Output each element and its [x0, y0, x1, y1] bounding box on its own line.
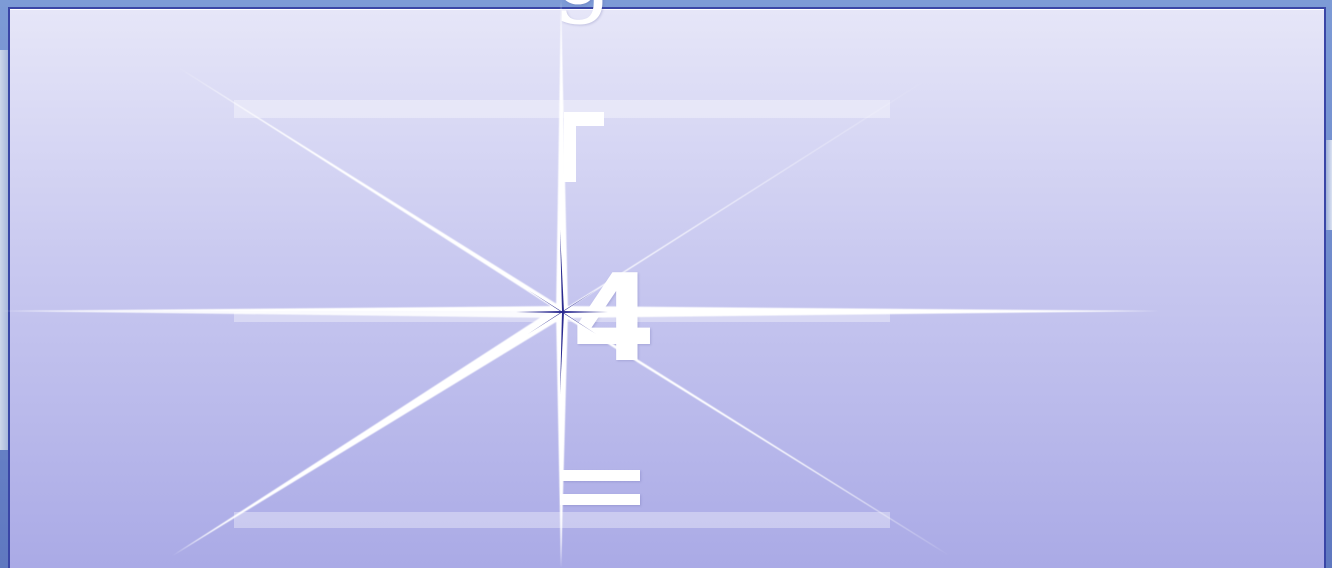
sparkle-ray-west	[0, 306, 562, 312]
sparkle-ray-north	[556, 0, 568, 312]
